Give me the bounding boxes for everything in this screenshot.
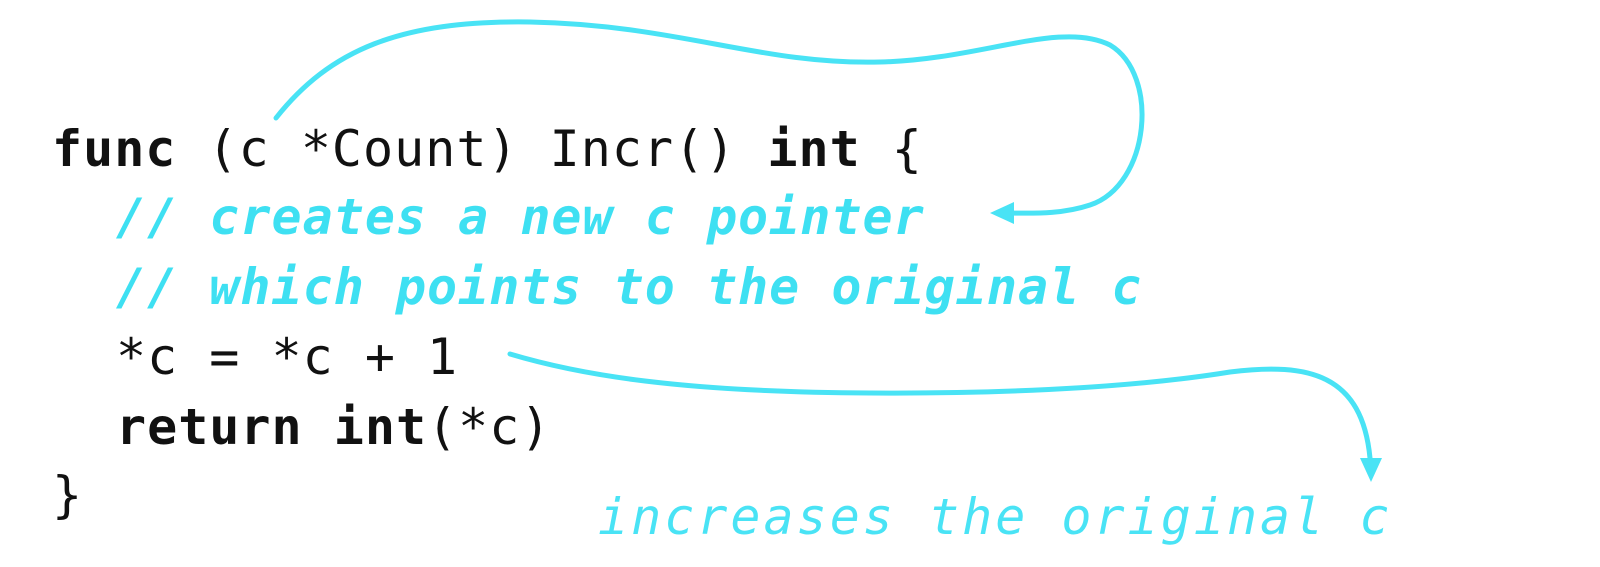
code-line-increment: *c = *c + 1 [116,328,459,386]
return-argument: (*c) [427,398,552,456]
arrowhead-note [1360,458,1382,482]
annotation-increases-original: increases the original c [598,488,1393,546]
keyword-func: func [52,120,177,178]
keyword-return: return [116,398,303,456]
keyword-int-conversion: int [333,398,428,456]
receiver-signature: (c *Count) Incr() [176,120,768,178]
code-line-return: return int(*c) [116,402,551,452]
arrow-increment-to-note [507,351,1373,461]
code-line-func-signature: func (c *Count) Incr() int { [52,124,923,174]
open-brace: { [860,120,923,178]
comment-line-2: // which points to the original c [116,258,1143,316]
closing-brace: } [52,466,84,524]
comment-line-1: // creates a new c pointer [116,188,925,246]
arrow-receiver-to-comment [273,19,1145,216]
keyword-int-return-type: int [767,120,861,178]
arrowhead-comment [990,202,1014,224]
